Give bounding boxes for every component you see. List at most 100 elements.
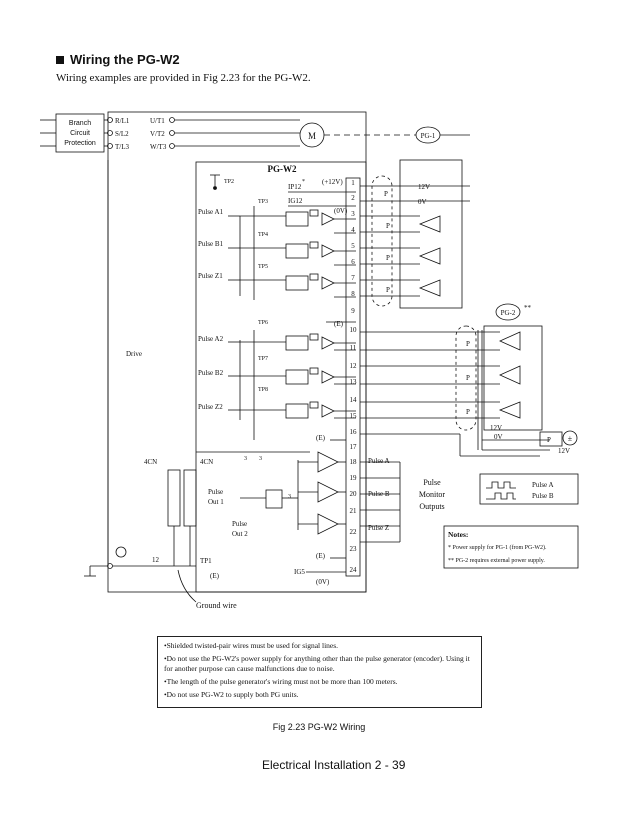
input-l1: R/L1 — [115, 117, 130, 125]
p-label-2: P — [386, 222, 390, 230]
svg-text:23: 23 — [350, 545, 358, 553]
motor-label: M — [308, 131, 316, 141]
pg1-driver-1 — [418, 215, 441, 233]
svg-text:14: 14 — [350, 396, 358, 404]
optocoupler-3 — [285, 273, 335, 291]
optocoupler-6 — [285, 401, 335, 419]
p-label-7: P — [466, 408, 470, 416]
ext-supply-sign: ± — [568, 434, 573, 443]
pg2-driver-2 — [499, 365, 521, 385]
out-pulse-b-label: Pulse B — [368, 490, 390, 498]
note-1: * Power supply for PG-1 (from PG-W2). — [448, 544, 547, 551]
shield-pg2 — [455, 325, 477, 431]
p-label-6: P — [466, 374, 470, 382]
drive-ground-terminal — [107, 563, 113, 569]
output-buffer-z — [317, 513, 339, 535]
bullet-4: •Do not use PG-W2 to supply both PG unit… — [164, 690, 299, 699]
svg-text:15: 15 — [350, 412, 358, 420]
pulse-out1-l2: Out 1 — [208, 498, 224, 506]
p-label-8: P — [547, 436, 551, 444]
svg-text:18: 18 — [350, 458, 358, 466]
bullet-1: •Shielded twisted-pair wires must be use… — [164, 641, 339, 650]
breaker-line1: Branch — [69, 120, 91, 127]
svg-text:12: 12 — [350, 362, 358, 370]
bullet-square-icon — [56, 56, 64, 64]
monitor-l3: Outputs — [419, 502, 444, 511]
notes-title: Notes: — [448, 530, 468, 539]
pg2-0v-label: 0V — [494, 433, 503, 441]
pulse-z1-label: Pulse Z1 — [198, 272, 223, 280]
monitor-l1: Pulse — [423, 478, 441, 487]
out-pulse-z-label: Pulse Z — [368, 524, 389, 532]
pg2-driver-3 — [498, 401, 521, 419]
heading-text: Wiring the PG-W2 — [70, 52, 180, 67]
optocoupler-4 — [285, 333, 335, 351]
pg2-mark: ** — [524, 304, 532, 312]
shield-pg1 — [371, 175, 393, 307]
pulse-z2-label: Pulse Z2 — [198, 403, 223, 411]
svg-text:17: 17 — [350, 443, 358, 451]
zero-v-label-top: (0V) — [334, 207, 348, 215]
input-terminals — [107, 117, 113, 149]
svg-text:10: 10 — [350, 326, 358, 334]
board-label: PG-W2 — [268, 164, 297, 174]
svg-text:8: 8 — [351, 290, 355, 298]
notes-box — [443, 525, 579, 569]
pg1-interface-box — [399, 159, 463, 309]
ground-wire-label: Ground wire — [196, 601, 237, 610]
output-terminals — [169, 117, 175, 149]
input-l3: T/L3 — [115, 143, 129, 151]
output-buffer-a — [317, 451, 339, 473]
pg1-driver-2 — [418, 247, 441, 265]
output-t3: W/T3 — [150, 143, 167, 151]
ip12-mark: * — [302, 179, 305, 185]
waveform-b — [486, 492, 516, 500]
pulse-out2-l1: Pulse — [232, 520, 247, 528]
pulse-out2-l2: Out 2 — [232, 530, 248, 538]
drive-label: Drive — [126, 350, 142, 358]
svg-text:19: 19 — [350, 474, 358, 482]
zero-v-label-bottom: (0V) — [316, 578, 330, 586]
ext-12v-label: 12V — [558, 447, 570, 455]
pg1-0v-label: 0V — [418, 198, 427, 206]
svg-text:2: 2 — [351, 194, 355, 202]
pg2-label: PG-2 — [501, 309, 516, 317]
num3-left: 3 — [244, 456, 247, 462]
num3-switch: 3 — [288, 494, 291, 500]
optocoupler-2 — [285, 241, 335, 259]
wiring-notes-box: •Shielded twisted-pair wires must be use… — [157, 636, 482, 708]
ground-wire-arrow — [177, 569, 197, 603]
optocoupler-1 — [285, 209, 335, 227]
bullet-3: •The length of the pulse generator's wir… — [164, 677, 398, 686]
figure-caption: Fig 2.23 PG-W2 Wiring — [272, 722, 366, 732]
pg2-interface-box — [483, 325, 543, 431]
svg-text:24: 24 — [350, 566, 358, 574]
breaker-line2: Circuit — [70, 130, 90, 137]
pg2-symbol — [495, 303, 521, 321]
pg1-12v-label: 12V — [418, 183, 430, 191]
output-t2: V/T2 — [150, 130, 165, 138]
earth-e-label-3: (E) — [316, 552, 326, 560]
tp6-label: TP6 — [258, 320, 268, 326]
p-label-1: P — [384, 190, 388, 198]
earth-e-label-2: (E) — [316, 434, 326, 442]
input-l2: S/L2 — [115, 130, 129, 138]
terminal-strip — [345, 177, 361, 577]
legend-pulse-b: Pulse B — [532, 492, 554, 500]
tp8-label: TP8 — [258, 387, 268, 393]
ground-symbol — [115, 546, 127, 558]
plus12v-label: (+12V) — [322, 178, 343, 186]
svg-text:22: 22 — [350, 528, 358, 536]
breaker-line3: Protection — [64, 140, 96, 147]
tp3-label: TP3 — [258, 199, 268, 205]
ip12-label: IP12 — [288, 183, 302, 191]
pg2-p-box — [539, 431, 563, 447]
pulse-a2-label: Pulse A2 — [198, 335, 224, 343]
output-t1: U/T1 — [150, 117, 165, 125]
p-label-5: P — [466, 340, 470, 348]
pulse-a1-label: Pulse A1 — [198, 208, 224, 216]
ext-supply-symbol — [562, 430, 578, 446]
selector-switch — [265, 489, 283, 509]
pgw2-board — [195, 161, 367, 593]
